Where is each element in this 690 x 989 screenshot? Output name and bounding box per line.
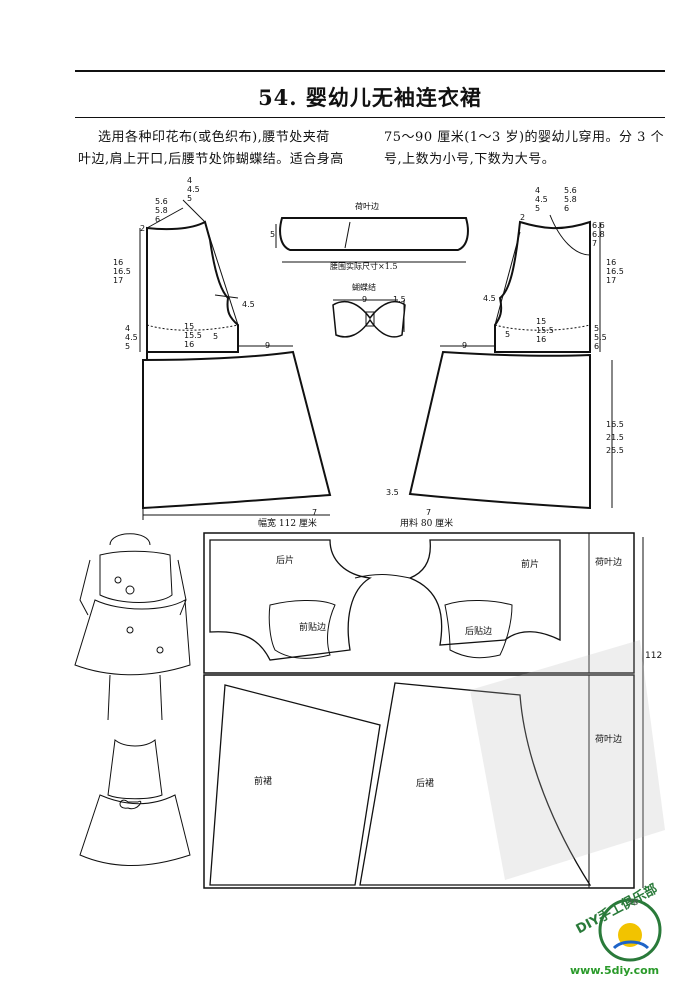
back-hem-dim: 7 bbox=[312, 508, 318, 517]
back-skirt-label: 后裙 bbox=[416, 779, 435, 789]
front-armhole-dim: 4.5 bbox=[483, 294, 496, 303]
cutting-layout bbox=[203, 532, 644, 889]
back-bodice-pattern bbox=[139, 199, 239, 360]
front-waist-offset: 5 bbox=[505, 330, 511, 339]
back-skirt-pattern bbox=[142, 345, 332, 520]
intro-right-line1: 75～90 厘米(1～3 岁)的婴幼儿穿用。分 3 个 bbox=[384, 130, 665, 145]
front-hem-offset: 3.5 bbox=[386, 488, 399, 497]
page-title: 54. 婴幼儿无袖连衣裙 bbox=[258, 85, 482, 110]
ruffle-label: 荷叶边 bbox=[355, 202, 379, 211]
ruffle-label-upper: 荷叶边 bbox=[595, 558, 623, 568]
back-piece-label: 后片 bbox=[276, 556, 295, 566]
front-facing-label: 前贴边 bbox=[299, 623, 327, 633]
watermark-stamp bbox=[470, 640, 665, 880]
front-skirt-label: 前裙 bbox=[254, 777, 273, 787]
back-neck-depth: 2 bbox=[140, 224, 146, 233]
bow-width: 9 bbox=[362, 295, 368, 304]
bow-label: 蝴蝶结 bbox=[352, 283, 376, 292]
bow-height: 1.5 bbox=[393, 295, 406, 304]
fabric-usage-label: 用料 80 厘米 bbox=[400, 519, 454, 529]
front-piece-label: 前片 bbox=[521, 560, 540, 570]
intro-left-line2: 叶边,肩上开口,后腰节处饰蝴蝶结。适合身高 bbox=[78, 152, 344, 167]
back-skirt-flare: 9 bbox=[265, 341, 271, 350]
front-skirt-pattern bbox=[408, 345, 613, 510]
back-armhole-dim: 4.5 bbox=[242, 300, 255, 309]
intro-left-line1: 选用各种印花布(或色织布),腰节处夹荷 bbox=[98, 130, 330, 145]
front-hem-dim: 7 bbox=[426, 508, 432, 517]
club-logo bbox=[598, 898, 662, 962]
intro-right-line2: 号,上数为小号,下数为大号。 bbox=[384, 152, 556, 167]
ruffle-label-lower: 荷叶边 bbox=[595, 735, 623, 745]
page-number: 78 bbox=[628, 898, 639, 907]
ruffle-pattern bbox=[275, 217, 469, 263]
front-bodice-pattern bbox=[494, 214, 601, 353]
bow-pattern bbox=[332, 299, 406, 338]
fabric-width-label: 幅宽 112 厘米 bbox=[258, 519, 317, 529]
back-facing-label: 后贴边 bbox=[465, 627, 493, 637]
ruffle-height: 5 bbox=[270, 230, 276, 239]
top-rule bbox=[75, 70, 665, 72]
ruffle-length-note: 腰围实际尺寸×1.5 bbox=[330, 262, 398, 271]
front-shoulder-drop: 2 bbox=[520, 213, 526, 222]
girl-illustration-front bbox=[74, 533, 191, 721]
watermark-site: www.5diy.com bbox=[570, 964, 660, 977]
watermark-brand: DIY手工俱乐部 bbox=[573, 881, 661, 938]
front-skirt-flare: 9 bbox=[462, 341, 468, 350]
title-underline bbox=[75, 117, 665, 118]
back-waist-offset: 5 bbox=[213, 332, 219, 341]
intro-left: 选用各种印花布(或色织布),腰节处夹荷 叶边,肩上开口,后腰节处饰蝴蝶结。适合身… bbox=[78, 127, 368, 171]
intro-right: 75～90 厘米(1～3 岁)的婴幼儿穿用。分 3 个 号,上数为小号,下数为大… bbox=[384, 127, 674, 171]
girl-illustration-back bbox=[79, 739, 191, 866]
fabric-width-dim: 112 bbox=[645, 651, 663, 661]
